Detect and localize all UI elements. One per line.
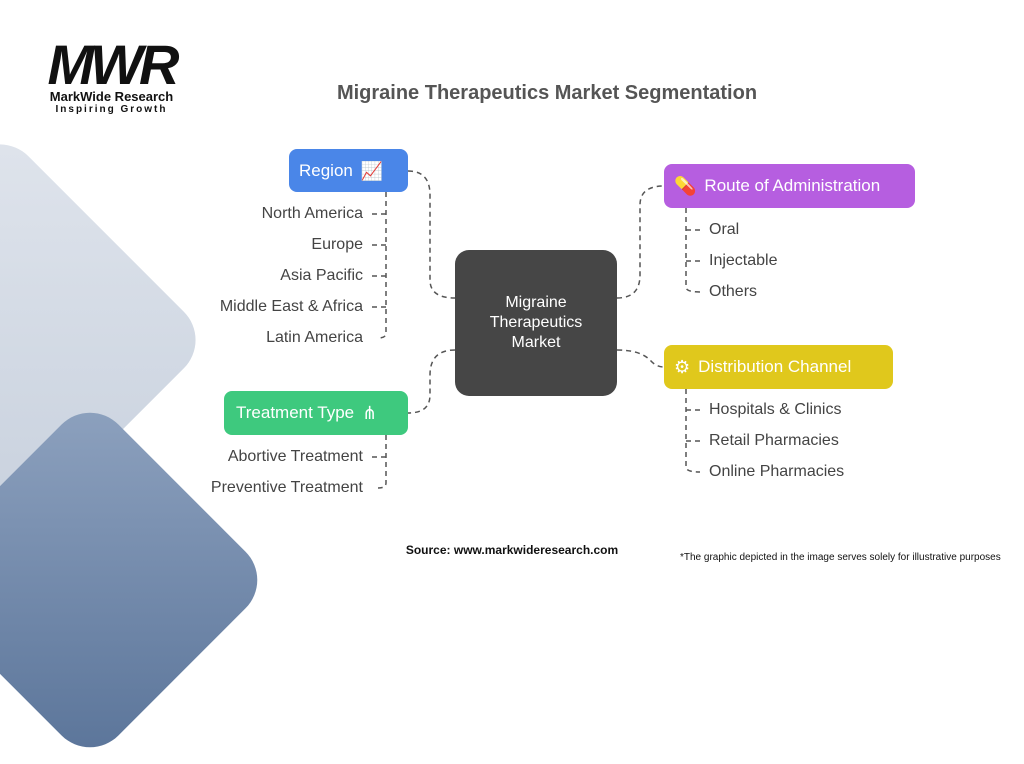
list-item: Injectable (709, 252, 778, 269)
connectors (372, 170, 701, 489)
route-node: 💊 Route of Administration (664, 164, 915, 208)
list-item: Others (709, 283, 758, 300)
connector-region (407, 170, 456, 299)
pills-icon: 💊 (674, 176, 697, 196)
list-item: Oral (709, 221, 740, 238)
region-label: Region (299, 160, 353, 180)
footnote: *The graphic depicted in the image serve… (680, 552, 1001, 563)
gear-microscope-icon: ⚙ (674, 357, 691, 377)
list-item: Preventive Treatment (210, 479, 363, 496)
list-item: Retail Pharmacies (709, 432, 839, 449)
chart-question-icon: 📈 (360, 160, 384, 181)
center-node: Migraine Therapeutics Market (455, 250, 617, 396)
list-item: Asia Pacific (280, 267, 363, 284)
distribution-label: Distribution Channel (698, 357, 852, 376)
list-item: Online Pharmacies (709, 463, 845, 480)
list-item: Hospitals & Clinics (709, 401, 842, 418)
region-branch (377, 192, 387, 339)
route-label: Route of Administration (704, 176, 881, 195)
logo-name: MarkWide Research (49, 89, 174, 104)
list-item: Middle East & Africa (219, 298, 363, 315)
hierarchy-icon: ⋔ (362, 403, 378, 423)
list-item: Abortive Treatment (227, 448, 363, 465)
connector-treatment (407, 349, 456, 414)
list-item: North America (261, 205, 363, 222)
connector-distribution (616, 349, 665, 368)
page-title: Migraine Therapeutics Market Segmentatio… (336, 82, 758, 104)
list-item: Europe (311, 236, 363, 253)
logo: MWR MarkWide Research Inspiring Growth (34, 33, 189, 116)
treatment-node: Treatment Type ⋔ (224, 391, 408, 435)
logo-tagline: Inspiring Growth (55, 104, 168, 115)
list-item: Latin America (266, 329, 363, 346)
treatment-label: Treatment Type (236, 403, 355, 422)
logo-mark: MWR (47, 33, 180, 96)
connector-route (616, 185, 665, 299)
source-text: Source: www.markwideresearch.com (405, 543, 619, 557)
distribution-node: ⚙ Distribution Channel (664, 345, 893, 389)
region-node: Region 📈 (289, 149, 408, 192)
